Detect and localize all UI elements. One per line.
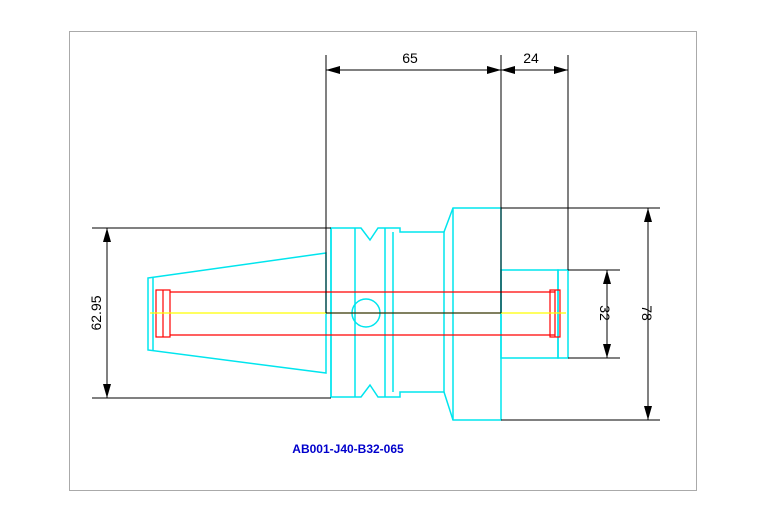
dim-label-24: 24 bbox=[523, 50, 539, 66]
dim-label-78: 78 bbox=[639, 305, 655, 321]
dimension-lines bbox=[92, 55, 660, 421]
dimension-arrows bbox=[103, 66, 652, 420]
drawing-frame bbox=[69, 31, 697, 491]
dim-label-65: 65 bbox=[402, 50, 418, 66]
taper-shank bbox=[147, 252, 327, 374]
holder-outline bbox=[147, 207, 569, 421]
part-number-label: AB001-J40-B32-065 bbox=[292, 442, 404, 456]
nose-tip bbox=[557, 269, 569, 359]
dim-label-62-95: 62.95 bbox=[88, 295, 104, 330]
dim-label-32: 32 bbox=[597, 305, 613, 321]
